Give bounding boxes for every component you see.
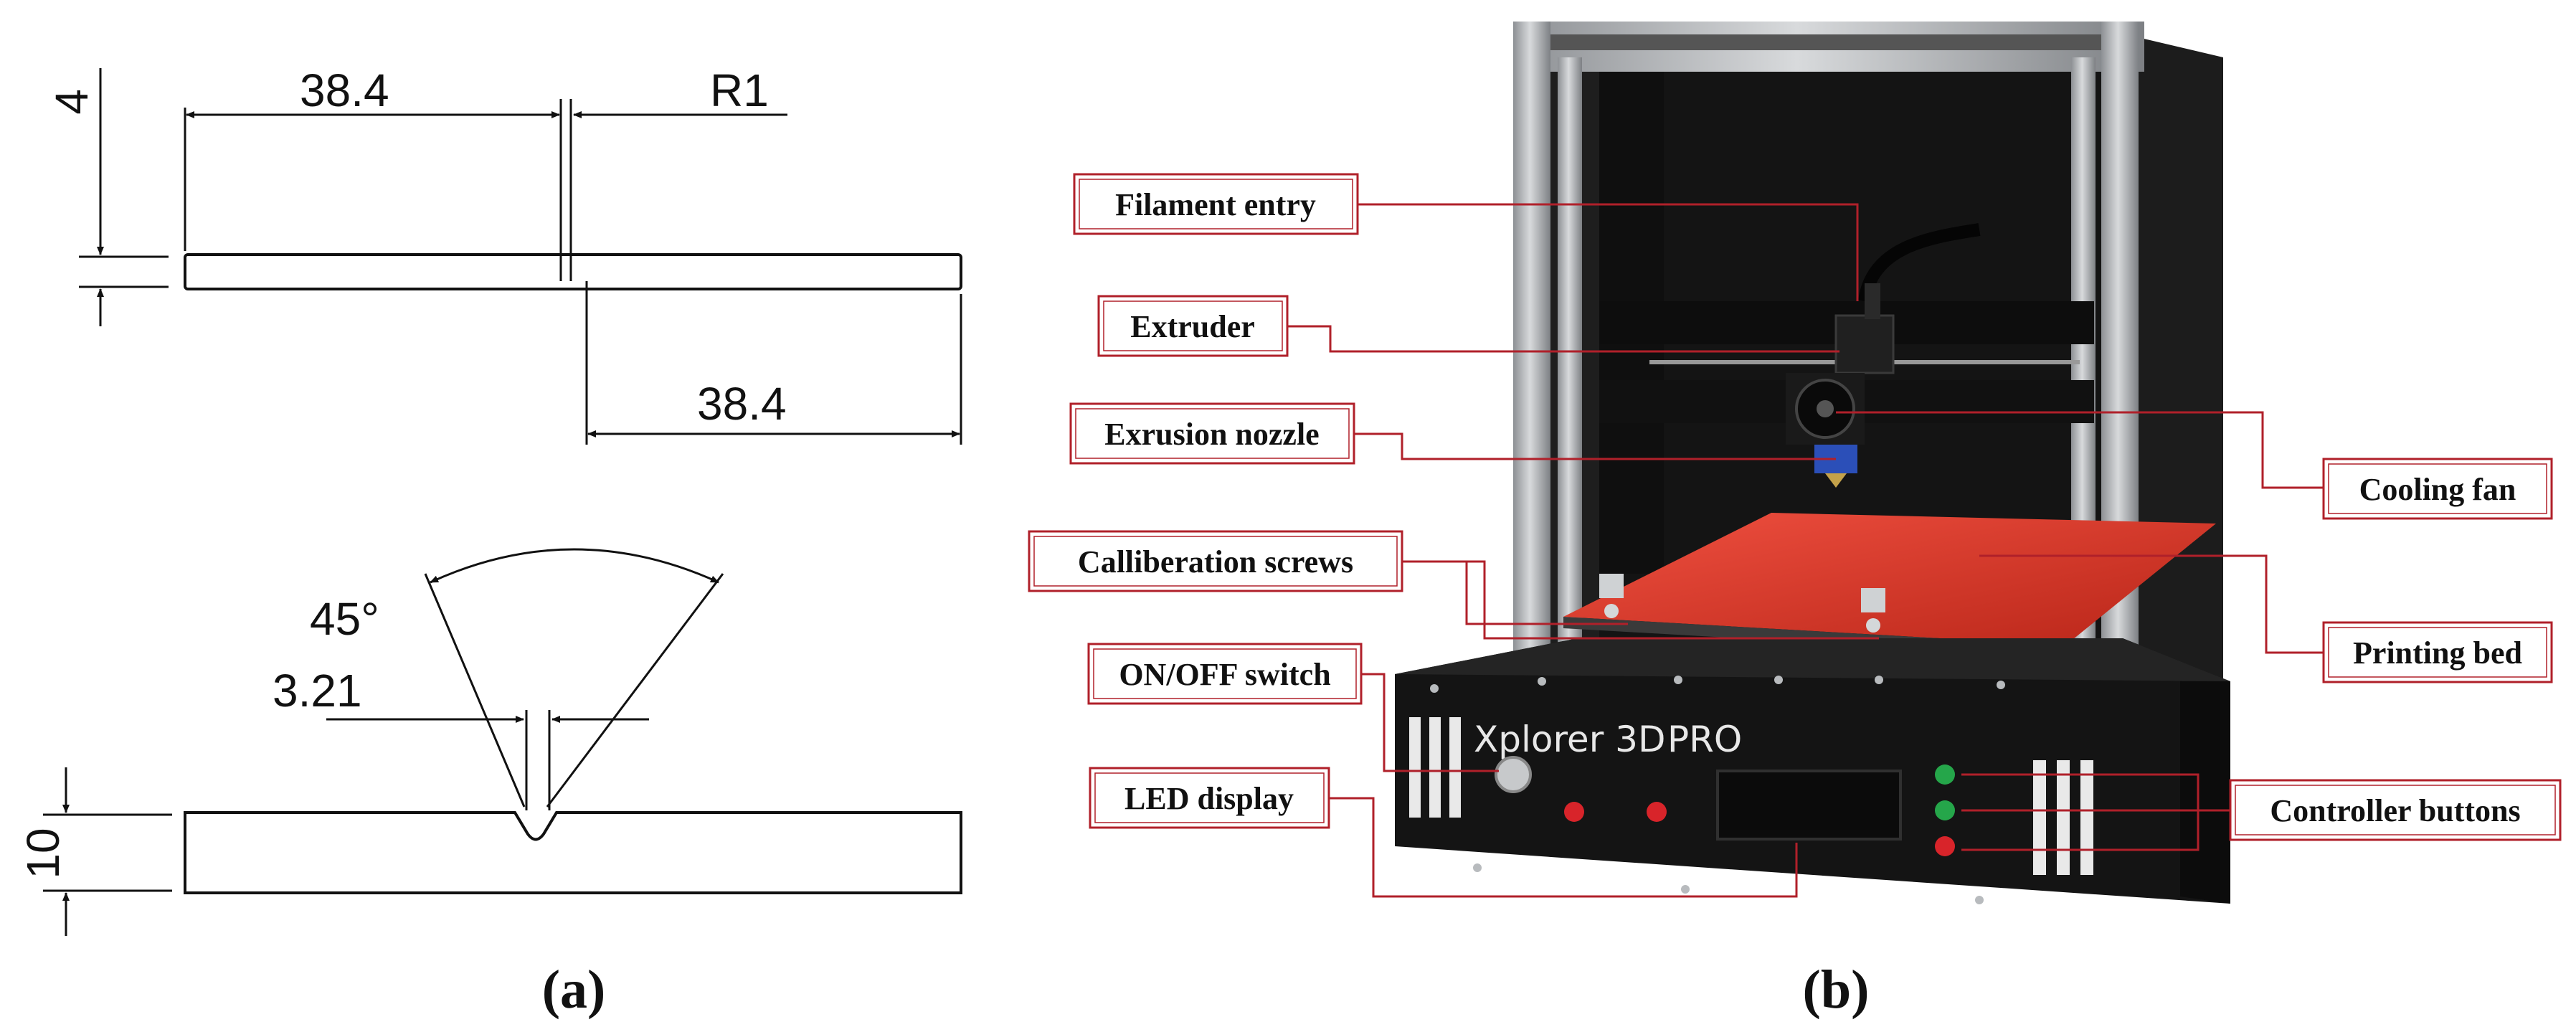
svg-text:Printing bed: Printing bed [2353,635,2522,671]
printer-illustration: Xplorer 3D PRO [1395,22,2230,904]
controller-button-red [1935,836,1955,856]
controller-button-green-1 [1935,764,1955,785]
panel-a-drawing [43,68,962,936]
svg-text:Exrusion nozzle: Exrusion nozzle [1104,417,1319,452]
vent-stripes-left [1409,717,1461,818]
dim-left-length-label: 38.4 [300,65,389,116]
callout-led-display: LED display [1089,767,1330,829]
printing-bed [1563,513,2216,645]
printer-brand-suffix: PRO [1667,719,1742,760]
left-front-rail [1513,22,1550,739]
svg-text:Filament entry: Filament entry [1115,187,1316,222]
svg-text:Extruder: Extruder [1130,309,1255,344]
callout-extrusion-nozzle: Exrusion nozzle [1069,402,1355,465]
svg-text:LED display: LED display [1124,781,1294,816]
callout-extruder: Extruder [1097,295,1289,357]
on-off-switch [1495,756,1532,793]
svg-text:ON/OFF switch: ON/OFF switch [1119,657,1330,692]
callouts: Filament entry Extruder Exrusion nozzle … [1028,173,2562,841]
right-front-rail [2101,22,2139,739]
controller-button-green-2 [1935,800,1955,820]
callout-on-off-switch: ON/OFF switch [1087,643,1363,705]
dim-thickness-label: 4 [46,89,98,115]
dim-right-length-label: 38.4 [697,378,787,430]
dim-angle-label: 45° [310,593,379,645]
callout-filament-entry: Filament entry [1073,173,1359,235]
dim-radius-label: R1 [710,65,769,116]
svg-text:Calliberation screws: Calliberation screws [1078,544,1353,579]
callout-controller-buttons: Controller buttons [2229,779,2562,841]
led-display [1716,770,1902,841]
specimen-side-view [184,811,962,894]
printer-brand: Xplorer 3D [1474,719,1665,760]
callout-calibration-screws: Calliberation screws [1028,530,1403,592]
panel-a-labels: 4 38.4 R1 38.4 45° 3.21 10 (a) [17,65,787,1020]
panel-a-caption: (a) [542,960,606,1020]
callout-cooling-fan: Cooling fan [2322,458,2553,520]
filament-tube [1858,223,1981,303]
left-inner-rail [1558,57,1582,688]
callout-leaders [1287,203,2324,898]
specimen-top-view [184,253,962,290]
vent-stripes-right [2033,760,2093,875]
cooling-fan [1786,373,1865,445]
svg-text:Cooling fan: Cooling fan [2359,472,2516,507]
dim-height-label: 10 [17,828,69,879]
panel-b-caption: (b) [1803,960,1870,1020]
dim-width-label: 3.21 [273,665,362,716]
callout-printing-bed: Printing bed [2322,621,2553,683]
svg-text:Controller buttons: Controller buttons [2270,793,2520,828]
extruder-block [1834,314,1895,374]
